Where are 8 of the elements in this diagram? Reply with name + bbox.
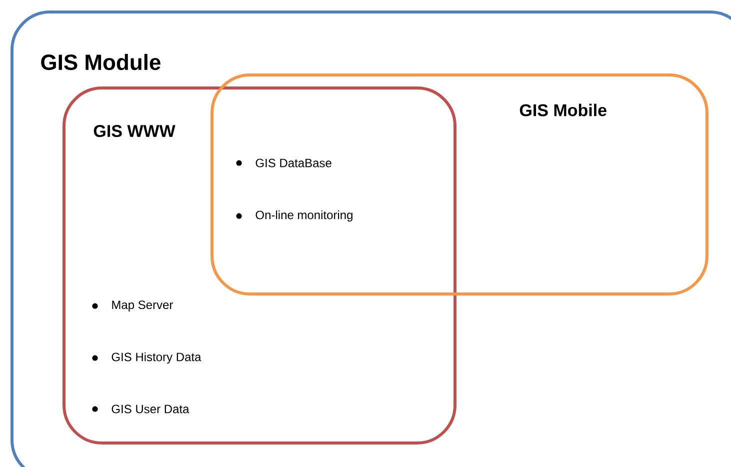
box-heading: GIS Module xyxy=(41,54,160,70)
list-item: GIS History Data xyxy=(112,352,202,364)
list-item: On-line monitoring xyxy=(256,210,352,222)
list-item: GIS User Data xyxy=(112,404,190,414)
list-item: GIS DataBase xyxy=(256,158,332,168)
list-item: Map Server xyxy=(112,300,173,312)
box-heading: GIS WWW xyxy=(94,124,176,138)
box-heading: GIS Mobile xyxy=(520,104,606,116)
